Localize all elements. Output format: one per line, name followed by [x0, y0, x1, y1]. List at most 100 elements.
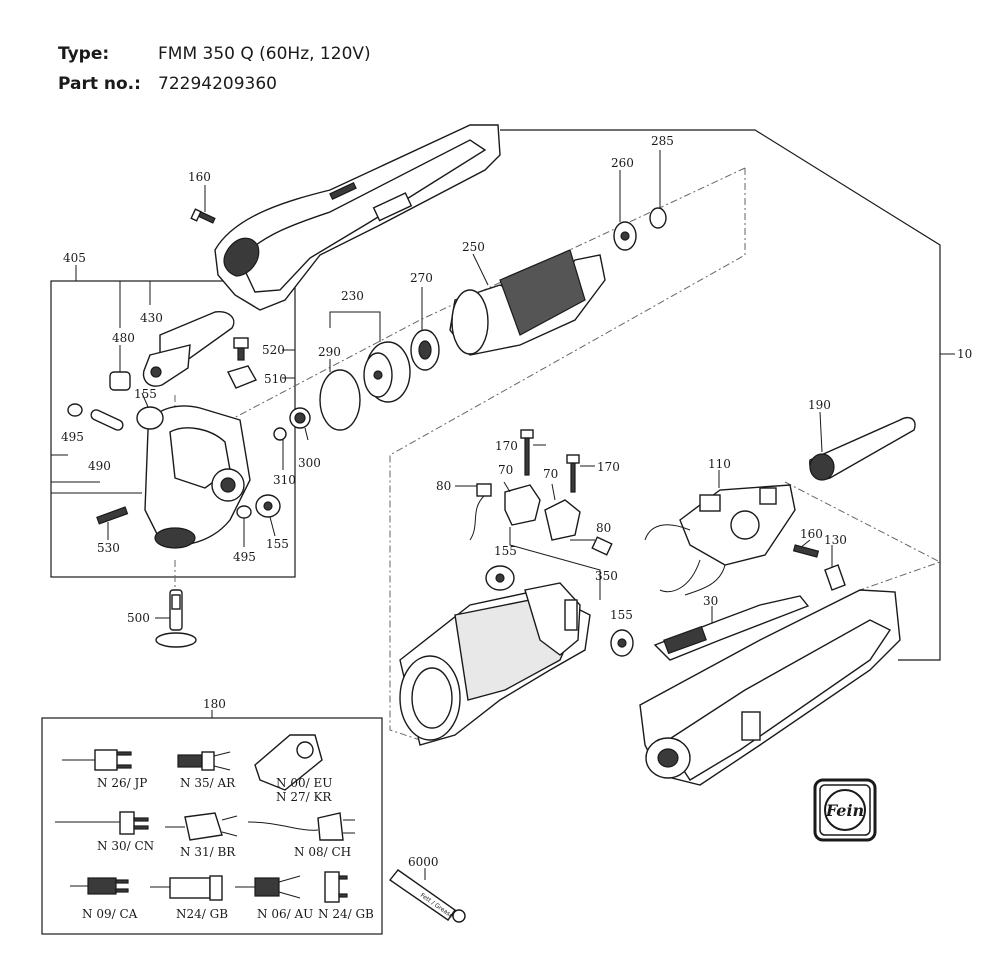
electronics-module-110 — [644, 484, 796, 596]
callout-495-left: 495 — [61, 430, 84, 444]
screw-520 — [233, 337, 249, 349]
spindle-500 — [155, 589, 197, 648]
callout-155-c: 155 — [494, 544, 517, 558]
gear-head-assembly — [67, 311, 311, 549]
callout-500: 500 — [127, 611, 150, 625]
callout-180: 180 — [203, 697, 226, 711]
plug-label-br: N 31/ BR — [180, 845, 236, 859]
plug-cn — [55, 811, 149, 835]
dashed-guide-3 — [784, 481, 942, 591]
callout-6000: 6000 — [408, 855, 439, 869]
clip-130 — [824, 564, 846, 591]
plug-eu — [254, 734, 323, 791]
bracket-10 — [500, 129, 941, 661]
callout-310: 310 — [273, 473, 296, 487]
callout-170-left: 170 — [495, 439, 518, 453]
callout-350: 350 — [595, 569, 618, 583]
screw-160-side — [792, 544, 820, 558]
fein-badge — [741, 711, 761, 741]
brush-holder-70-right — [544, 499, 581, 541]
callout-430: 430 — [140, 311, 163, 325]
callout-405: 405 — [63, 251, 86, 265]
callout-155-d: 155 — [610, 608, 633, 622]
callout-130: 130 — [824, 533, 847, 547]
bearing-155-left — [136, 406, 164, 430]
carbon-brush-80-right — [591, 536, 613, 556]
callout-285: 285 — [651, 134, 674, 148]
plug-gb-2 — [324, 871, 348, 903]
part-number-label: Part no.: — [58, 74, 141, 94]
callout-290: 290 — [318, 345, 341, 359]
pin-490 — [90, 409, 124, 431]
callout-160-side: 160 — [800, 527, 823, 541]
switch-slider-30 — [653, 595, 810, 661]
callout-260: 260 — [611, 156, 634, 170]
logo-text: Fein — [825, 801, 864, 820]
sleeve-285 — [649, 207, 667, 229]
type-value: FMM 350 Q (60Hz, 120V) — [158, 44, 371, 64]
plug-label-ch: N 08/ CH — [294, 845, 351, 859]
motor-housing — [399, 565, 634, 746]
callout-530: 530 — [97, 541, 120, 555]
plug-label-jp: N 26/ JP — [97, 776, 147, 790]
callout-155-b: 155 — [266, 537, 289, 551]
plug-label-ca: N 09/ CA — [82, 907, 138, 921]
type-row: Type: FMM 350 Q (60Hz, 120V) — [58, 44, 371, 64]
clip-510 — [227, 365, 258, 389]
o-ring-290 — [319, 369, 361, 431]
plug-label-kr: N 27/ KR — [276, 790, 332, 804]
carbon-brush-80-left — [476, 483, 492, 497]
callout-300: 300 — [298, 456, 321, 470]
callout-480: 480 — [112, 331, 135, 345]
plug-label-cn: N 30/ CN — [97, 839, 154, 853]
callout-270: 270 — [410, 271, 433, 285]
callout-10: 10 — [957, 347, 972, 361]
callout-110: 110 — [708, 457, 731, 471]
plug-sketches — [55, 734, 355, 903]
bracket-405 — [50, 280, 296, 578]
plug-label-gb-2: N 24/ GB — [318, 907, 374, 921]
plug-label-ar: N 35/ AR — [180, 776, 236, 790]
type-label: Type: — [58, 44, 110, 64]
callout-80-left: 80 — [436, 479, 451, 493]
plug-label-eu: N 00/ EU — [276, 776, 332, 790]
pin-495-left — [67, 403, 83, 417]
ring-310 — [273, 427, 287, 441]
callout-230: 230 — [341, 289, 364, 303]
fein-logo: Fein — [813, 778, 877, 842]
callout-170-right: 170 — [597, 460, 620, 474]
plug-br — [165, 812, 238, 841]
callout-520: 520 — [262, 343, 285, 357]
grease-tube-6000: Fett / Grease — [388, 868, 466, 923]
plug-labels: N 26/ JP N 35/ AR N 00/ EU N 27/ KR N 30… — [82, 776, 374, 921]
callout-510: 510 — [264, 372, 287, 386]
callout-labels: 10 30 70 70 80 80 110 130 155 155 155 15… — [61, 134, 972, 869]
callout-70-left: 70 — [498, 463, 513, 477]
housing-shell-top — [214, 124, 501, 311]
dashed-guide-2 — [229, 167, 746, 421]
screw-160-top — [190, 208, 216, 224]
plug-ch — [247, 812, 355, 841]
callout-30: 30 — [703, 594, 718, 608]
bearing-group — [319, 207, 667, 431]
spindle-cap — [154, 527, 196, 549]
plug-jp — [62, 749, 132, 771]
callout-70-right: 70 — [543, 467, 558, 481]
brush-holder-70-left — [504, 484, 541, 526]
callout-155-a: 155 — [134, 387, 157, 401]
callout-160-top: 160 — [188, 170, 211, 184]
callout-495-right: 495 — [233, 550, 256, 564]
dashed-guide-1 — [389, 168, 746, 741]
pin-495-right — [236, 505, 252, 519]
housing-shell-bottom — [639, 589, 901, 786]
callout-80-right: 80 — [596, 521, 611, 535]
plug-label-au: N 06/ AU — [257, 907, 313, 921]
plug-ar — [177, 751, 231, 771]
plug-gb — [150, 875, 223, 901]
brush-holders — [455, 429, 613, 600]
screw-530 — [96, 506, 129, 525]
plug-au — [235, 875, 301, 899]
part-480 — [109, 371, 131, 391]
part-number-row: Part no.:72294209360 — [58, 74, 277, 94]
